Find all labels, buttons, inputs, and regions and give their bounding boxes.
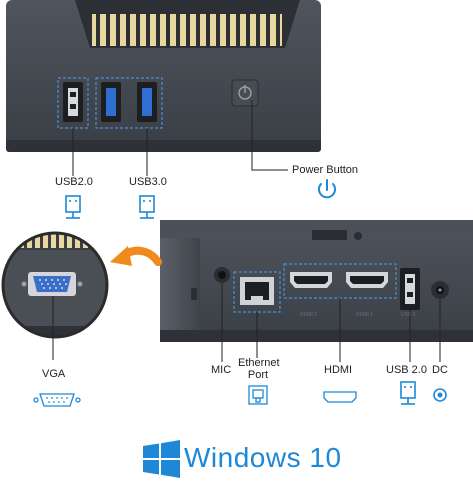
front-usb2-port <box>57 77 89 129</box>
power-icon <box>318 179 336 199</box>
faint-hdmi1-text: HDMI 1 <box>356 312 373 318</box>
top-callout-lines <box>72 100 288 176</box>
orange-arrow-icon <box>110 246 162 266</box>
front-usb3-ports <box>95 77 163 129</box>
ethernet-port <box>233 271 281 313</box>
vga-zoom-circle <box>1 231 109 339</box>
power-button <box>231 79 259 107</box>
rear-usb2-port <box>400 268 420 310</box>
usb-plug-icon <box>65 195 81 219</box>
ethernet-port-label: Ethernet Port <box>238 357 280 381</box>
dc-label: DC <box>432 364 448 376</box>
vga-label: VGA <box>42 368 66 380</box>
front-panel-case <box>6 0 321 152</box>
ethernet-icon <box>248 385 268 405</box>
usb-plug-icon <box>400 381 416 405</box>
windows-logo-icon <box>143 440 180 478</box>
power-button-label: Power Button <box>292 164 359 176</box>
faint-usb2-text: USB 2 <box>401 312 416 318</box>
hdmi-icon <box>323 391 357 403</box>
faint-port-labels: HDMI 2 HDMI 1 USB 2 <box>300 312 416 318</box>
hdmi-ports <box>283 263 397 299</box>
bottom-callout-lines <box>221 283 441 362</box>
usb20-label: USB 2.0 <box>386 364 427 376</box>
usb2-label: USB2.0 <box>55 176 93 188</box>
windows-10-text: Windows 10 <box>184 442 342 473</box>
vent-fins <box>92 14 282 46</box>
dc-jack <box>431 281 449 299</box>
mic-label: MIC <box>211 364 232 376</box>
dc-power-icon <box>433 388 447 402</box>
hdmi-label: HDMI <box>324 364 353 376</box>
ethernet-label-line2: Port <box>247 369 269 381</box>
usb3-label: USB3.0 <box>129 176 167 188</box>
faint-hdmi2-text: HDMI 2 <box>300 312 317 318</box>
vga-connector-icon <box>33 393 81 407</box>
usb-plug-icon <box>139 195 155 219</box>
mic-jack <box>214 267 230 283</box>
ethernet-label-line1: Ethernet <box>238 357 280 369</box>
